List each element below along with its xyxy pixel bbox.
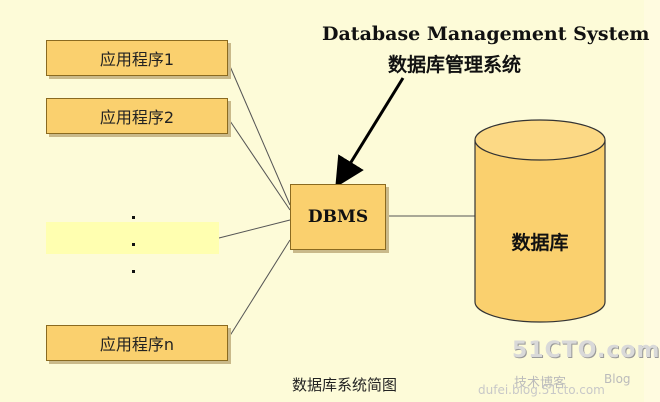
diagram-canvas: Database Management System 数据库管理系统 应用程序1… bbox=[46, 23, 660, 397]
ellipsis-dot bbox=[132, 270, 135, 273]
application-placeholder-band bbox=[46, 222, 219, 254]
system-title-english: Database Management System bbox=[322, 23, 650, 45]
ellipsis-dot bbox=[132, 216, 135, 219]
watermark-subtitle: 技术博客 bbox=[514, 376, 567, 391]
ellipsis-dot bbox=[132, 243, 135, 246]
connector-appn-dbms bbox=[225, 239, 291, 343]
application-box-1: 应用程序1 bbox=[46, 40, 228, 76]
connector-placeholder-dbms bbox=[218, 219, 291, 239]
connector-app1-dbms bbox=[225, 56, 291, 206]
connector-lines bbox=[218, 56, 606, 343]
application-box-2: 应用程序2 bbox=[46, 98, 228, 134]
diagram-caption: 数据库系统简图 bbox=[292, 376, 398, 394]
title-to-dbms-arrow bbox=[335, 77, 405, 188]
dbms-box: DBMS bbox=[290, 184, 386, 250]
database-cylinder bbox=[474, 119, 606, 323]
application-box-n: 应用程序n bbox=[46, 325, 228, 361]
database-label: 数据库 bbox=[511, 232, 569, 254]
watermark-blog: Blog bbox=[604, 372, 631, 386]
system-title-chinese: 数据库管理系统 bbox=[388, 54, 522, 76]
watermark-url: dufei.blog.51cto.com bbox=[478, 383, 605, 397]
watermark-logo: 51CTO.com bbox=[512, 338, 660, 363]
connector-app2-dbms bbox=[225, 114, 291, 211]
